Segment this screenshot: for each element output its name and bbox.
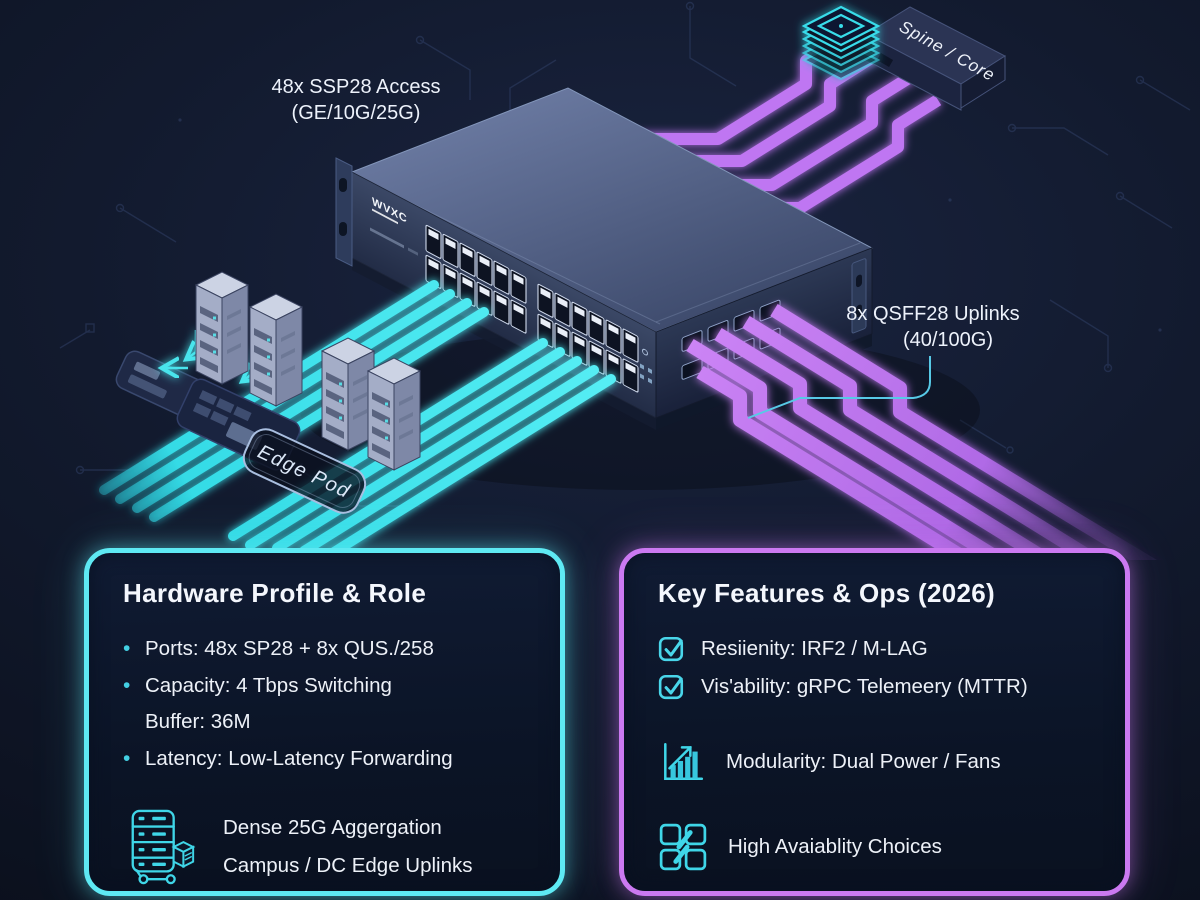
features-card-title: Key Features & Ops (2026)	[658, 578, 995, 608]
status-leds	[640, 348, 652, 384]
access-label-line1: 48x SSP28 Access	[272, 76, 441, 98]
bullet-dot: •	[123, 747, 131, 771]
bullet-dot: •	[123, 673, 131, 697]
hardware-footer: Dense 25G Aggergation Campus / DC Edge U…	[123, 807, 526, 887]
bullet-latency: • Latency: Low-Latency Forwarding	[123, 745, 526, 773]
feature-resiliency-text: Resiienity: IRF2 / M-LAG	[701, 636, 928, 660]
server-tower	[195, 271, 249, 385]
hardware-footer-text: Dense 25G Aggergation Campus / DC Edge U…	[223, 809, 473, 885]
access-label-line2: (GE/10G/25G)	[292, 102, 421, 124]
feature-availability: High Avaiablity Choices	[658, 822, 1091, 872]
footer-line-2: Campus / DC Edge Uplinks	[223, 853, 473, 877]
bullet-buffer-text: Buffer: 36M	[145, 710, 251, 734]
server-tower	[367, 357, 421, 471]
feature-modularity-text: Modularity: Dual Power / Fans	[726, 750, 1001, 773]
server-rack-icon	[131, 809, 196, 884]
uplink-label-line1: 8x QSFF28 Uplinks	[846, 303, 1019, 325]
bullet-ports: • Ports: 48x SP28 + 8x QUS./258	[123, 635, 526, 663]
bullet-dot: •	[123, 637, 131, 660]
bullet-capacity-text: Capacity: 4 Tbps Switching	[145, 673, 392, 697]
bullet-latency-text: Latency: Low-Latency Forwarding	[145, 747, 453, 771]
left-mounting-bracket	[335, 157, 353, 267]
spine-core-box: Spine / Core	[864, 6, 1007, 111]
feature-resiliency: Resiienity: IRF2 / M-LAG	[658, 635, 1091, 662]
access-callout: 48x SSP28 Access (GE/10G/25G)	[272, 76, 441, 170]
feature-modularity: Modularity: Dual Power / Fans	[658, 738, 1091, 786]
feature-visibility: Vis'ability: gRPC Telemeery (MTTR)	[658, 673, 1091, 700]
bullet-buffer: Buffer: 36M	[145, 708, 526, 736]
checkbox-checked-icon	[658, 674, 684, 700]
hardware-profile-card: Hardware Profile & Role • Ports: 48x SP2…	[84, 548, 565, 896]
uplink-callout: 8x QSFF28 Uplinks (40/100G)	[747, 303, 1020, 419]
edge-pod-devices: Edge Pod	[115, 271, 421, 514]
uplink-label-line2: (40/100G)	[903, 329, 993, 351]
bar-chart-icon	[664, 743, 704, 780]
server-tower	[249, 293, 303, 407]
layer-stack-icon	[801, 5, 881, 81]
key-features-card: Key Features & Ops (2026) Resiienity: IR…	[619, 548, 1130, 896]
hardware-card-title: Hardware Profile & Role	[123, 578, 427, 608]
bullet-capacity: • Capacity: 4 Tbps Switching	[123, 672, 526, 700]
server-tower	[321, 337, 375, 451]
checkbox-checked-icon	[658, 636, 684, 662]
network-diagram: Spine / Core	[59, 1, 1191, 560]
feature-visibility-text: Vis'ability: gRPC Telemeery (MTTR)	[701, 674, 1028, 698]
qsfp-uplink-cables	[686, 304, 1157, 560]
feature-availability-text: High Avaiablity Choices	[728, 835, 942, 858]
high-availability-icon	[659, 823, 707, 871]
bullet-ports-text: Ports: 48x SP28 + 8x QUS./258	[145, 637, 434, 660]
footer-line-1: Dense 25G Aggergation	[223, 815, 442, 839]
